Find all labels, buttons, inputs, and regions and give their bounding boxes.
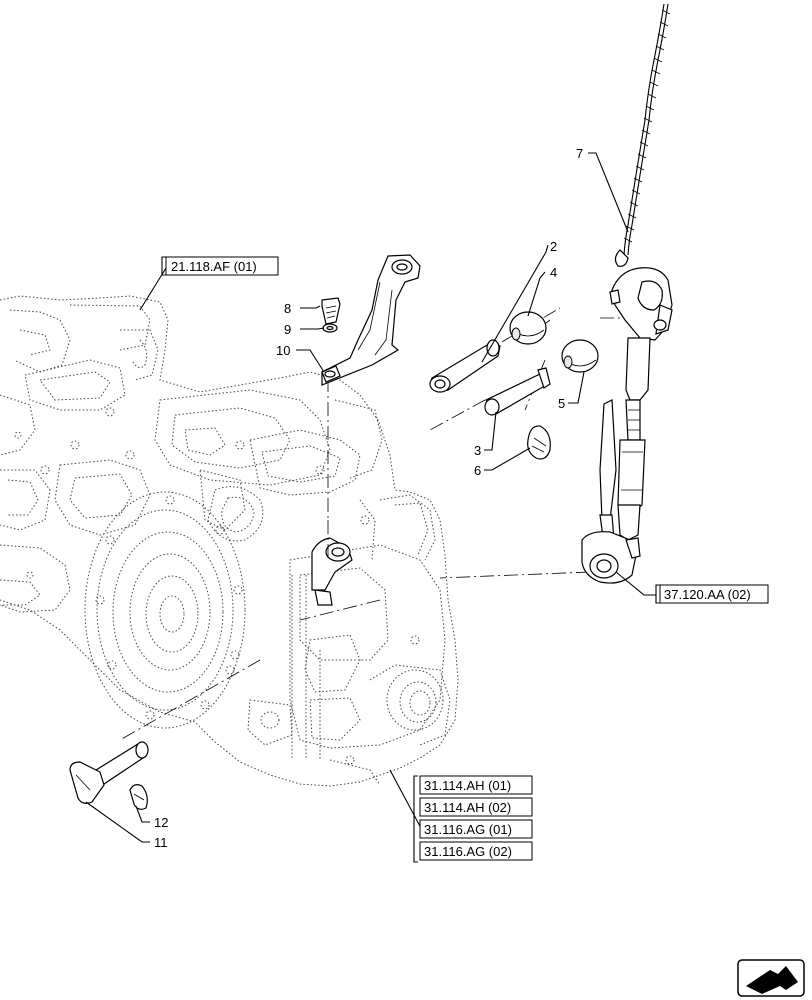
assembly-lines [119, 307, 625, 741]
ref-31-116-ag-02[interactable]: 31.116.AG (02) [424, 844, 512, 859]
top-link-part-1 [581, 267, 673, 584]
callout-2: 2 [550, 239, 557, 254]
callout-9: 9 [284, 322, 291, 337]
callout-10: 10 [276, 343, 290, 358]
linch-pin-part-12 [129, 784, 148, 810]
reference-boxes[interactable]: 21.118.AF (01) 37.120.AA (02) 31.114.AH … [161, 256, 769, 863]
ref-31-116-ag-01[interactable]: 31.116.AG (01) [424, 822, 512, 837]
pin-part-2 [429, 339, 501, 393]
leader-lines [85, 152, 656, 843]
callout-8: 8 [284, 301, 291, 316]
next-page-arrow-icon[interactable] [737, 959, 805, 997]
upper-link-bracket-on-housing [311, 537, 353, 606]
bolt-part-8 [321, 297, 341, 325]
ball-part-4 [509, 311, 547, 345]
callout-11: 11 [154, 835, 168, 850]
ref-31-114-ah-01[interactable]: 31.114.AH (01) [424, 778, 511, 793]
ref-37-120-aa-02[interactable]: 37.120.AA (02) [664, 587, 751, 602]
chain-part-7 [614, 3, 671, 267]
callout-7: 7 [576, 146, 583, 161]
callout-6: 6 [474, 463, 481, 478]
ref-21-118-af-01[interactable]: 21.118.AF (01) [171, 259, 257, 274]
callout-4: 4 [550, 265, 557, 280]
lower-pin-part-11 [69, 741, 149, 804]
pin-part-3 [484, 367, 551, 416]
linch-pin-part-6 [527, 425, 551, 460]
bracket-part-10 [321, 254, 421, 386]
transmission-housing [0, 295, 459, 787]
ref-31-114-ah-02[interactable]: 31.114.AH (02) [424, 800, 511, 815]
callout-5: 5 [558, 396, 565, 411]
callout-3: 3 [474, 443, 481, 458]
washer-part-9 [322, 323, 338, 333]
callout-numbers: 1 2 3 4 5 6 7 8 9 10 11 12 [154, 146, 667, 850]
callout-12: 12 [154, 815, 168, 830]
ball-part-5 [561, 339, 599, 373]
